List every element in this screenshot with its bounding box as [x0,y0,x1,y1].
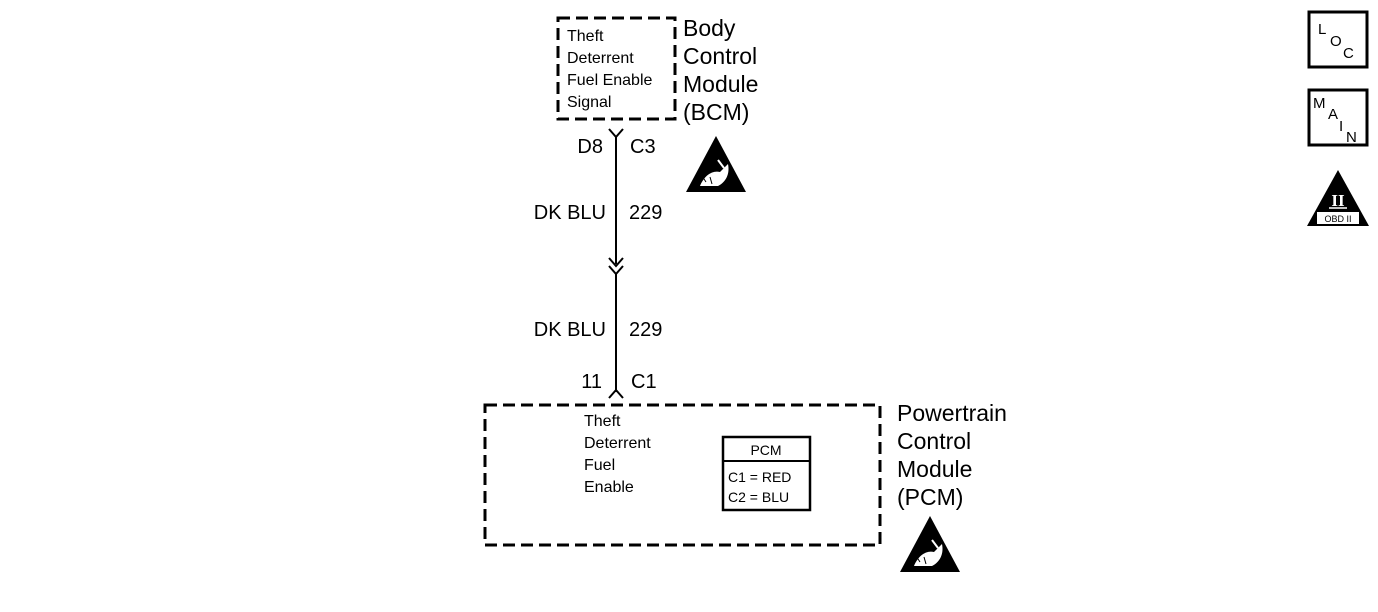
svg-text:L: L [1318,21,1326,38]
pcm-signal-line-3: Fuel [584,457,615,474]
svg-text:A: A [1328,106,1338,123]
svg-text:I: I [1339,118,1343,135]
wire-upper-circuit: 229 [629,202,662,224]
pcm-signal-line-2: Deterrent [584,435,651,452]
pcm-connector-legend: PCM C1 = RED C2 = BLU [721,435,812,512]
pcm-connector-symbol [608,388,624,399]
bcm-signal-line-1: Theft [567,28,604,45]
pcm-legend-row-1: C1 = RED [728,469,791,485]
svg-text:II: II [1331,191,1345,210]
bcm-name-line-2: Control [683,43,757,69]
bcm-name-line-3: Module [683,71,758,97]
wire-lower-color: DK BLU [534,319,606,341]
svg-text:M: M [1313,95,1326,112]
bcm-connector: C3 [630,136,656,158]
bcm-box [556,16,677,121]
pcm-name-line-1: Powertrain [897,400,1007,426]
pcm-name-line-4: (PCM) [897,484,963,510]
pcm-signal-line-1: Theft [584,413,621,430]
obd-ii-icon[interactable]: II OBD II [1307,170,1369,226]
svg-text:N: N [1346,129,1357,146]
bcm-name-line-1: Body [683,15,736,41]
pcm-box [483,403,882,547]
bcm-signal-line-2: Deterrent [567,50,634,67]
svg-text:O: O [1330,33,1342,50]
wire-lower-circuit: 229 [629,319,662,341]
bcm-signal-line-4: Signal [567,94,611,111]
pcm-legend-title: PCM [750,442,781,458]
wire-upper-color: DK BLU [534,202,606,224]
pcm-name-line-3: Module [897,456,972,482]
svg-text:OBD II: OBD II [1324,214,1351,224]
bcm-name-line-4: (BCM) [683,99,749,125]
location-icon[interactable]: L O C [1307,10,1369,69]
pcm-name-line-2: Control [897,428,971,454]
pcm-signal-line-4: Enable [584,479,634,496]
pcm-pin: 11 [581,371,602,393]
main-menu-icon[interactable]: M A I N [1307,88,1369,147]
bcm-signal-line-3: Fuel Enable [567,72,652,89]
bcm-pin: D8 [577,136,603,158]
pcm-connector: C1 [631,371,657,393]
svg-text:C: C [1343,45,1354,62]
pcm-legend-row-2: C2 = BLU [728,489,789,505]
esd-sensitive-icon [900,516,960,572]
bcm-connector-symbol [608,128,624,139]
esd-sensitive-icon [686,136,746,192]
